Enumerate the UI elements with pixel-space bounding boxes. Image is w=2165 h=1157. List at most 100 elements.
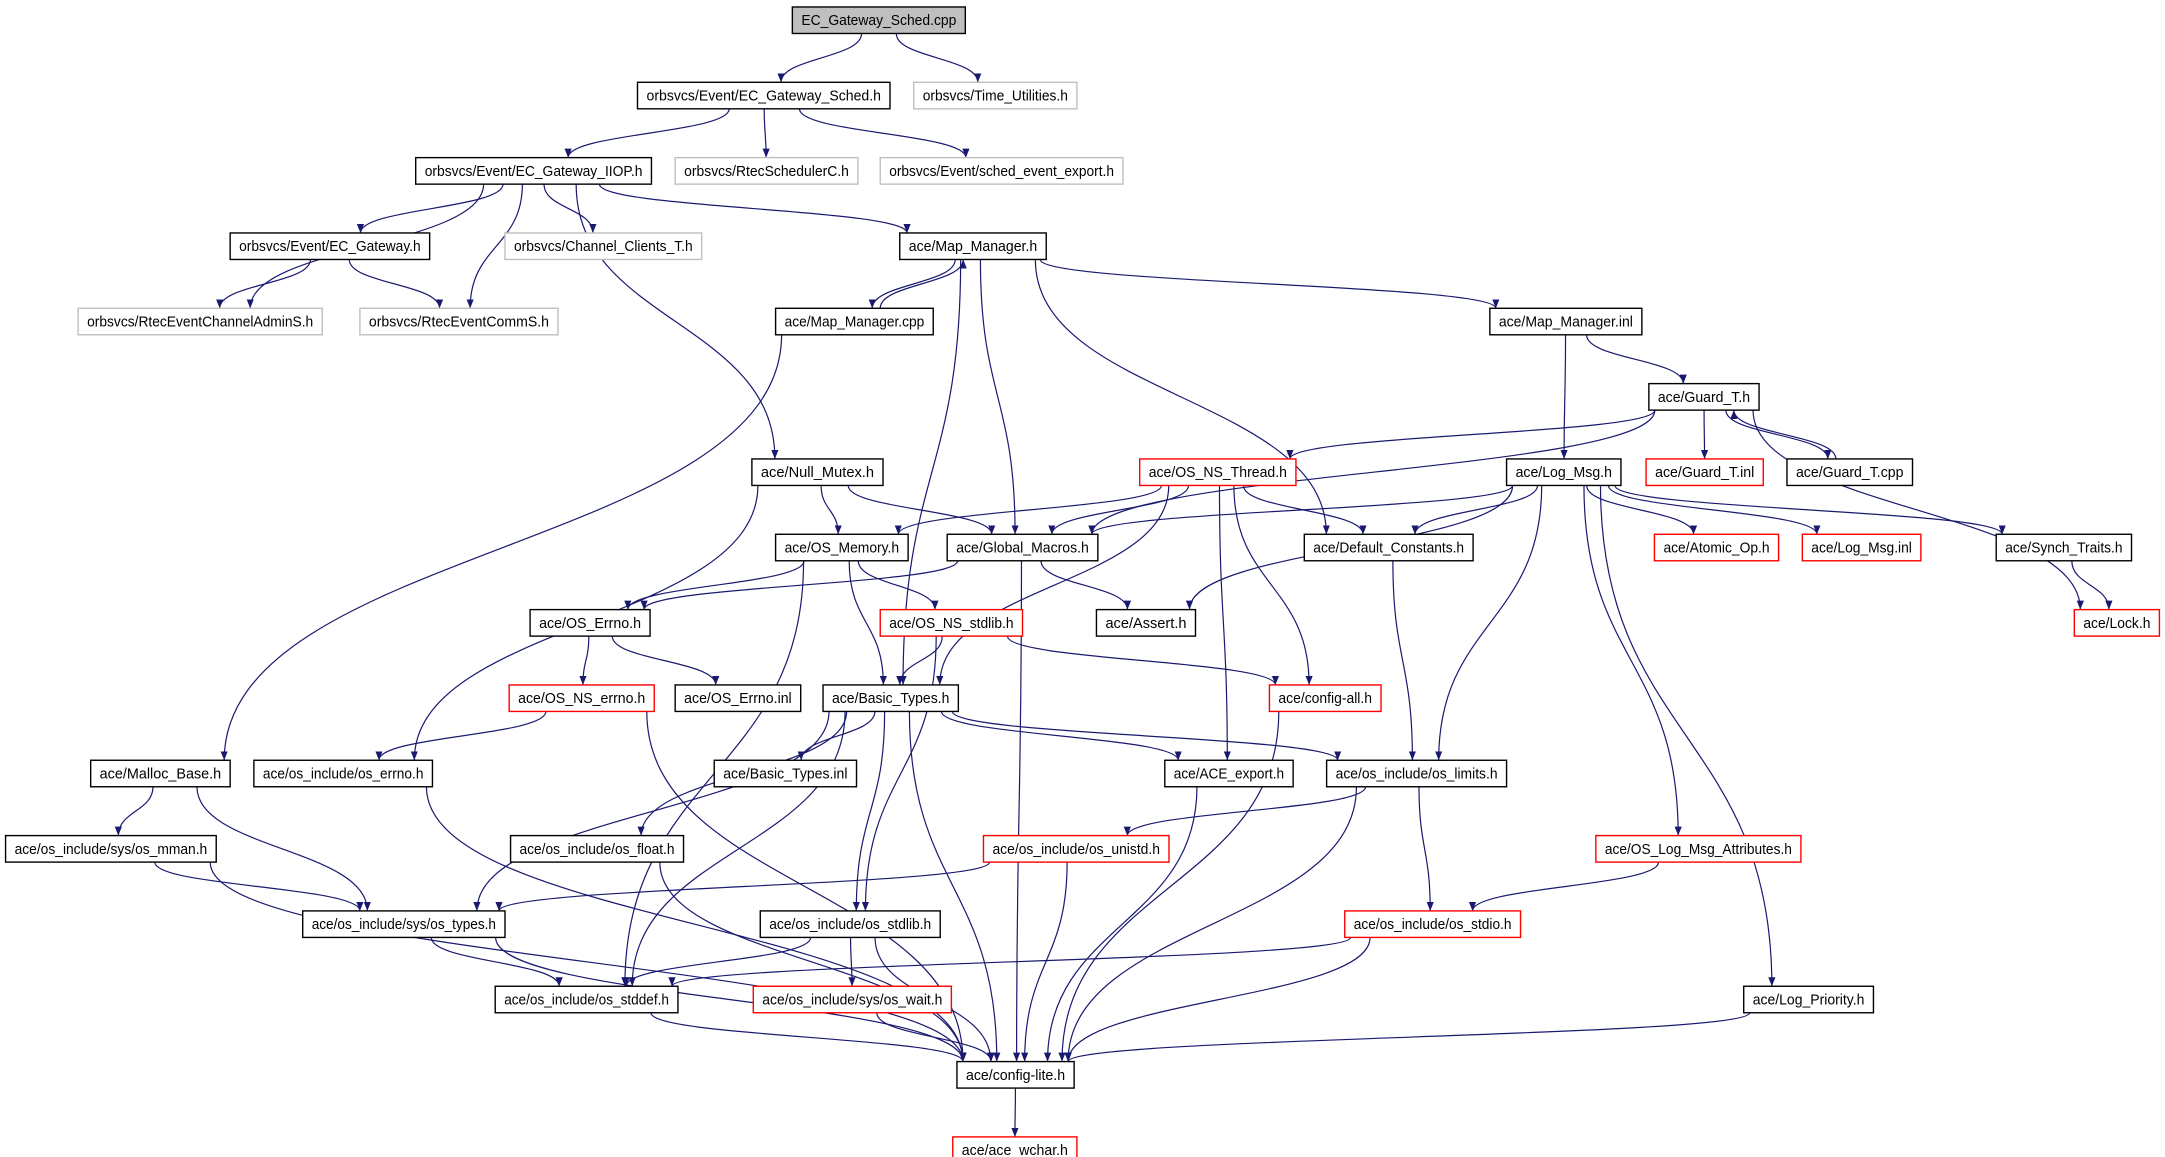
- node-ace-config-all-h[interactable]: ace/config-all.h: [1268, 684, 1382, 713]
- edge-ace-basic-types-h-to-ace-os-include-os-stdlib-h: [852, 711, 886, 911]
- node-label: ace/Null_Mutex.h: [761, 464, 874, 481]
- node-ace-basic-types-inl[interactable]: ace/Basic_Types.inl: [713, 759, 858, 788]
- edge-ace-os-include-os-unistd-h-to-ace-config-lite-h: [1021, 862, 1068, 1062]
- edge-ace-map-manager-inl-to-ace-log-msg-h: [1560, 334, 1568, 459]
- node-ace-atomic-op-h[interactable]: ace/Atomic_Op.h: [1653, 533, 1780, 562]
- node-ace-os-include-os-float-h[interactable]: ace/os_include/os_float.h: [509, 834, 685, 863]
- node-box: [89, 759, 231, 788]
- node-ec-gateway-sched-cpp[interactable]: EC_Gateway_Sched.cpp: [791, 6, 967, 35]
- node-label: ace/OS_NS_Thread.h: [1149, 464, 1287, 481]
- edge-ace-os-include-os-unistd-h-to-ace-os-include-sys-os-types-h: [495, 861, 991, 912]
- node-orbsvcs-time-utilities-h[interactable]: orbsvcs/Time_Utilities.h: [913, 81, 1078, 110]
- node-label: ace/os_include/sys/os_types.h: [312, 916, 496, 933]
- node-orbsvcs-rteceventcomms-h[interactable]: orbsvcs/RtecEventCommS.h: [359, 307, 559, 336]
- node-box: [879, 608, 1024, 637]
- node-ace-log-msg-inl[interactable]: ace/Log_Msg.inl: [1801, 533, 1922, 562]
- node-orbsvcs-channel-clients-t-h[interactable]: orbsvcs/Channel_Clients_T.h: [504, 232, 703, 261]
- edge-ace-guard-t-h-to-ace-global-macros-h: [1088, 410, 1656, 535]
- edge-orbsvcs-event-ec-gateway-sched-h-to-orbsvcs-event-sched-event-export-h: [798, 108, 970, 158]
- node-ace-ace-wchar-h[interactable]: ace/ace_wchar.h: [952, 1136, 1078, 1157]
- node-box: [752, 985, 953, 1014]
- node-box: [1645, 458, 1764, 487]
- node-label: ace/os_include/os_stdio.h: [1354, 916, 1512, 933]
- node-ace-os-include-os-stdlib-h[interactable]: ace/os_include/os_stdlib.h: [759, 910, 941, 939]
- node-box: [1268, 684, 1382, 713]
- node-box: [822, 684, 960, 713]
- edge-orbsvcs-event-ec-gateway-iiop-h-to-orbsvcs-channel-clients-t-h: [543, 184, 597, 234]
- node-ace-os-ns-stdlib-h[interactable]: ace/OS_NS_stdlib.h: [879, 608, 1024, 637]
- edge-ace-os-include-os-stdlib-h-to-ace-os-include-os-stddef-h: [622, 937, 812, 987]
- node-ace-map-manager-h[interactable]: ace/Map_Manager.h: [899, 232, 1047, 261]
- edge-ace-os-memory-h-to-ace-basic-types-h: [848, 560, 887, 685]
- edge-ace-map-manager-h-to-ace-global-macros-h: [979, 259, 1019, 535]
- node-label: ace/Basic_Types.h: [832, 690, 949, 707]
- node-ace-global-macros-h[interactable]: ace/Global_Macros.h: [946, 533, 1099, 562]
- node-ace-ace-export-h[interactable]: ace/ACE_export.h: [1164, 759, 1294, 788]
- edge-ace-basic-types-h-to-ace-os-include-sys-os-types-h: [473, 711, 830, 911]
- node-ace-malloc-base-h[interactable]: ace/Malloc_Base.h: [89, 759, 231, 788]
- node-ace-os-include-sys-os-wait-h[interactable]: ace/os_include/sys/os_wait.h: [752, 985, 953, 1014]
- node-ace-os-errno-h[interactable]: ace/OS_Errno.h: [529, 608, 651, 637]
- edge-ace-os-include-os-stddef-h-to-ace-config-lite-h: [650, 1012, 967, 1062]
- node-orbsvcs-event-ec-gateway-h[interactable]: orbsvcs/Event/EC_Gateway.h: [229, 232, 431, 261]
- node-box: [1138, 458, 1297, 487]
- node-ace-os-log-msg-attributes-h[interactable]: ace/OS_Log_Msg_Attributes.h: [1595, 834, 1802, 863]
- node-ace-map-manager-cpp[interactable]: ace/Map_Manager.cpp: [774, 307, 934, 336]
- node-ace-map-manager-inl[interactable]: ace/Map_Manager.inl: [1489, 307, 1643, 336]
- node-ace-os-include-sys-os-mman-h[interactable]: ace/os_include/sys/os_mman.h: [4, 834, 217, 863]
- node-ace-os-include-os-limits-h[interactable]: ace/os_include/os_limits.h: [1325, 759, 1508, 788]
- node-ace-default-constants-h[interactable]: ace/Default_Constants.h: [1303, 533, 1474, 562]
- node-label: ace/OS_Log_Msg_Attributes.h: [1605, 841, 1792, 858]
- edge-ace-os-include-os-stdio-h-to-ace-config-lite-h: [1064, 937, 1371, 1062]
- node-box: [415, 156, 653, 185]
- edge-ec-gateway-sched-cpp-to-orbsvcs-time-utilities-h: [895, 33, 982, 83]
- node-ace-os-include-os-errno-h[interactable]: ace/os_include/os_errno.h: [253, 759, 434, 788]
- node-ace-log-msg-h[interactable]: ace/Log_Msg.h: [1505, 458, 1622, 487]
- node-orbsvcs-event-sched-event-export-h[interactable]: orbsvcs/Event/sched_event_export.h: [879, 156, 1124, 185]
- node-label: orbsvcs/Channel_Clients_T.h: [514, 238, 693, 255]
- node-ace-guard-t-cpp[interactable]: ace/Guard_T.cpp: [1786, 458, 1914, 487]
- node-ace-guard-t-h[interactable]: ace/Guard_T.h: [1648, 382, 1760, 411]
- edge-ace-null-mutex-h-to-ace-os-memory-h: [820, 485, 842, 535]
- node-ace-os-ns-errno-h[interactable]: ace/OS_NS_errno.h: [508, 684, 655, 713]
- node-ace-log-priority-h[interactable]: ace/Log_Priority.h: [1743, 985, 1875, 1014]
- node-ace-os-include-os-stddef-h[interactable]: ace/os_include/os_stddef.h: [494, 985, 679, 1014]
- edge-ace-map-manager-inl-to-ace-guard-t-h: [1585, 334, 1687, 384]
- node-ace-assert-h[interactable]: ace/Assert.h: [1095, 608, 1197, 637]
- node-ace-os-include-os-stdio-h[interactable]: ace/os_include/os_stdio.h: [1344, 910, 1522, 939]
- node-label: ace/os_include/sys/os_mman.h: [15, 841, 208, 858]
- node-ace-lock-h[interactable]: ace/Lock.h: [2073, 608, 2161, 637]
- edge-ace-os-memory-h-to-ace-os-ns-stdlib-h: [857, 560, 939, 610]
- edge-ace-os-errno-h-to-ace-os-errno-inl: [611, 635, 720, 686]
- node-box: [899, 232, 1047, 261]
- node-box: [1095, 608, 1197, 637]
- edge-ace-map-manager-h-to-ace-map-manager-cpp: [868, 259, 956, 309]
- node-orbsvcs-event-ec-gateway-sched-h[interactable]: orbsvcs/Event/EC_Gateway_Sched.h: [636, 81, 891, 110]
- node-ace-os-memory-h[interactable]: ace/OS_Memory.h: [774, 533, 909, 562]
- node-ace-os-include-sys-os-types-h[interactable]: ace/os_include/sys/os_types.h: [302, 910, 506, 939]
- edge-ace-os-include-sys-os-types-h-to-ace-os-include-os-stddef-h: [430, 937, 563, 987]
- node-box: [509, 834, 685, 863]
- node-label: ace/Log_Priority.h: [1753, 991, 1865, 1008]
- node-box: [2073, 608, 2161, 637]
- node-box: [1344, 910, 1522, 939]
- node-orbsvcs-event-ec-gateway-iiop-h[interactable]: orbsvcs/Event/EC_Gateway_IIOP.h: [415, 156, 653, 185]
- node-box: [1303, 533, 1474, 562]
- node-ace-config-lite-h[interactable]: ace/config-lite.h: [956, 1060, 1075, 1089]
- node-orbsvcs-rteceventchanneladmins-h[interactable]: orbsvcs/RtecEventChannelAdminS.h: [77, 307, 323, 336]
- node-ace-guard-t-inl[interactable]: ace/Guard_T.inl: [1645, 458, 1764, 487]
- node-ace-os-include-os-unistd-h[interactable]: ace/os_include/os_unistd.h: [982, 834, 1170, 863]
- node-ace-os-errno-inl[interactable]: ace/OS_Errno.inl: [674, 684, 802, 713]
- node-ace-null-mutex-h[interactable]: ace/Null_Mutex.h: [751, 458, 884, 487]
- node-label: orbsvcs/RtecSchedulerC.h: [684, 163, 849, 180]
- edge-ace-log-msg-h-to-ace-default-constants-h: [1411, 485, 1539, 535]
- node-label: ace/os_include/os_stdlib.h: [769, 916, 931, 933]
- node-orbsvcs-rtecschedulerc-h[interactable]: orbsvcs/RtecSchedulerC.h: [674, 156, 859, 185]
- node-ace-os-ns-thread-h[interactable]: ace/OS_NS_Thread.h: [1138, 458, 1297, 487]
- node-ace-basic-types-h[interactable]: ace/Basic_Types.h: [822, 684, 960, 713]
- node-label: ace/Map_Manager.inl: [1499, 314, 1633, 331]
- node-ace-synch-traits-h[interactable]: ace/Synch_Traits.h: [1995, 533, 2133, 562]
- node-label: ace/OS_NS_errno.h: [518, 690, 645, 707]
- node-label: ace/Guard_T.inl: [1655, 464, 1754, 481]
